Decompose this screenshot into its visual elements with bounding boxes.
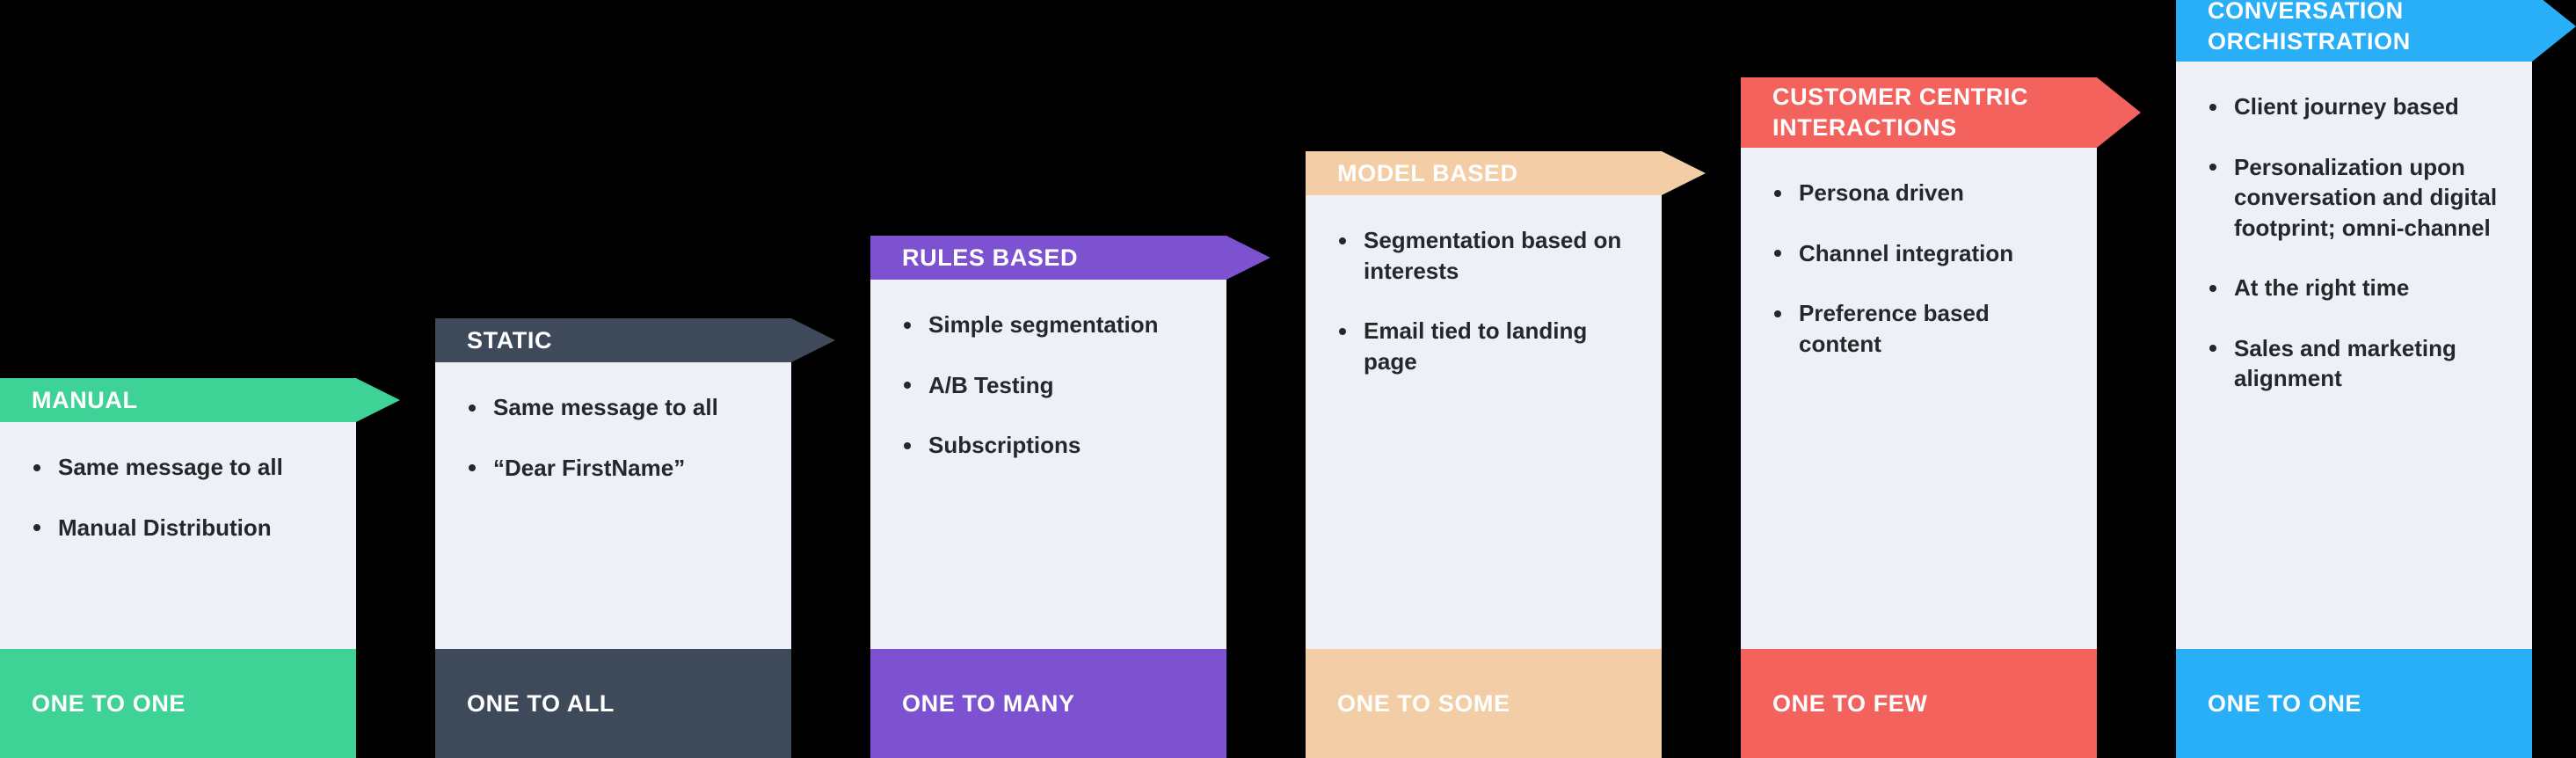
column-footer-label-model-based: ONE TO SOME <box>1337 689 1510 717</box>
bullet-item: Same message to all <box>32 452 331 483</box>
bullet-text: Personalization upon conversation and di… <box>2234 153 2498 241</box>
bullet-dot-icon <box>2209 345 2216 353</box>
column-title-rules-based: RULES BASED <box>902 244 1079 271</box>
bullet-dot-icon <box>904 382 911 390</box>
bullet-dot-icon <box>469 464 476 472</box>
bullet-dot-icon <box>2209 284 2216 292</box>
bullet-dot-icon <box>469 404 476 412</box>
bullet-item: At the right time <box>2208 273 2507 303</box>
bullet-text: “Dear FirstName” <box>493 454 686 481</box>
bullet-item: Subscriptions <box>902 430 1202 461</box>
bullet-text: Simple segmentation <box>928 311 1159 338</box>
column-header-manual: MANUAL <box>0 378 400 422</box>
bullet-item: Preference based content <box>1772 298 2072 359</box>
bullet-dot-icon <box>1774 250 1781 258</box>
column-header-conversation-orchistration: CONVERSATION ORCHISTRATION <box>2176 0 2576 62</box>
bullet-dot-icon <box>33 524 40 532</box>
bullet-dot-icon <box>1339 327 1346 335</box>
column-footer-static: ONE TO ALL <box>435 649 791 758</box>
bullet-text: Preference based content <box>1799 300 1990 357</box>
column-title-manual: MANUAL <box>32 386 138 413</box>
bullet-item: Simple segmentation <box>902 310 1202 340</box>
bullet-list-static: Same message to all “Dear FirstName” <box>467 392 767 483</box>
bullet-text: Segmentation based on interests <box>1364 227 1622 284</box>
column-header-customer-centric-interactions: CUSTOMER CENTRIC INTERACTIONS <box>1741 77 2141 148</box>
column-footer-model-based: ONE TO SOME <box>1306 649 1662 758</box>
column-header-model-based: MODEL BASED <box>1306 151 1706 195</box>
bullet-text: Same message to all <box>493 394 718 420</box>
bullet-item: A/B Testing <box>902 370 1202 401</box>
stage-column-model-based[interactable]: MODEL BASED Segmentation based on interes… <box>1306 151 1706 758</box>
column-footer-label-rules-based: ONE TO MANY <box>902 689 1075 717</box>
bullet-dot-icon <box>904 441 911 449</box>
column-header-static: STATIC <box>435 318 835 362</box>
bullet-item: Personalization upon conversation and di… <box>2208 152 2507 244</box>
column-footer-conversation-orchistration: ONE TO ONE <box>2176 649 2532 758</box>
column-footer-label-conversation-orchistration: ONE TO ONE <box>2208 689 2362 717</box>
bullet-item: Persona driven <box>1772 178 2072 208</box>
bullet-item: Sales and marketing alignment <box>2208 333 2507 394</box>
bullet-text: Email tied to landing page <box>1364 317 1588 375</box>
bullet-item: Manual Distribution <box>32 513 331 543</box>
column-footer-rules-based: ONE TO MANY <box>870 649 1226 758</box>
bullet-dot-icon <box>904 321 911 329</box>
bullet-dot-icon <box>1774 189 1781 197</box>
bullet-item: “Dear FirstName” <box>467 453 767 484</box>
bullet-item: Same message to all <box>467 392 767 423</box>
bullet-dot-icon <box>2209 103 2216 111</box>
bullet-text: Sales and marketing alignment <box>2234 334 2456 392</box>
stage-column-conversation-orchistration[interactable]: CONVERSATION ORCHISTRATION Client journey… <box>2176 0 2576 758</box>
column-footer-label-customer-centric-interactions: ONE TO FEW <box>1772 689 1928 717</box>
bullet-item: Email tied to landing page <box>1337 316 1637 376</box>
bullet-item: Channel integration <box>1772 238 2072 269</box>
bullet-text: Same message to all <box>58 454 283 480</box>
bullet-text: Subscriptions <box>928 432 1081 459</box>
bullet-text: A/B Testing <box>928 371 1054 398</box>
bullet-text: At the right time <box>2234 274 2410 302</box>
bullet-text: Channel integration <box>1799 239 2014 266</box>
bullet-item: Segmentation based on interests <box>1337 225 1637 286</box>
bullet-text: Manual Distribution <box>58 514 272 541</box>
bullet-dot-icon <box>1339 237 1346 244</box>
bullet-dot-icon <box>1774 310 1781 317</box>
column-body-static: Same message to all “Dear FirstName” <box>435 362 791 649</box>
column-header-rules-based: RULES BASED <box>870 236 1270 280</box>
bullet-dot-icon <box>33 463 40 471</box>
column-footer-customer-centric-interactions: ONE TO FEW <box>1741 649 2097 758</box>
bullet-text: Persona driven <box>1799 179 1964 206</box>
column-title-conversation-orchistration: CONVERSATION ORCHISTRATION <box>2208 0 2411 55</box>
column-footer-label-static: ONE TO ALL <box>467 689 615 717</box>
stage-column-customer-centric-interactions[interactable]: CUSTOMER CENTRIC INTERACTIONS Persona dri… <box>1741 77 2141 758</box>
column-footer-manual: ONE TO ONE <box>0 649 356 758</box>
column-title-model-based: MODEL BASED <box>1337 159 1518 186</box>
column-title-customer-centric-interactions: CUSTOMER CENTRIC INTERACTIONS <box>1772 84 2029 141</box>
stage-column-static[interactable]: STATIC Same message to all “Dear FirstName… <box>435 318 835 758</box>
bullet-text: Client journey based <box>2234 93 2459 120</box>
column-footer-label-manual: ONE TO ONE <box>32 689 186 717</box>
column-title-static: STATIC <box>467 326 553 353</box>
bullet-item: Client journey based <box>2208 91 2507 122</box>
bullet-dot-icon <box>2209 164 2216 171</box>
